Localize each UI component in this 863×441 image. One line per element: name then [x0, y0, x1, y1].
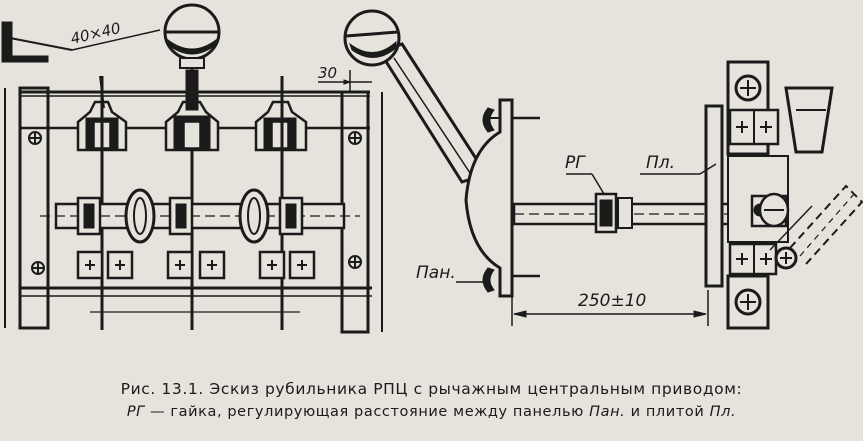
dimension-30 — [318, 70, 372, 92]
panel-label: Пан. — [416, 263, 456, 283]
dimension-250-label: 250±10 — [578, 291, 646, 311]
caption-pl-term: Пл. — [709, 404, 737, 420]
caption-line-2: РГ — гайка, регулирующая расстояние межд… — [0, 401, 863, 424]
plate-label: Пл. — [646, 153, 675, 173]
nut-label: РГ — [565, 153, 586, 173]
drive-lever — [343, 9, 489, 184]
dimension-30-label: 30 — [318, 64, 337, 82]
panel — [464, 98, 540, 298]
pole-2 — [164, 69, 220, 152]
caption-rg-term: РГ — [126, 404, 145, 420]
caption-line-1: Рис. 13.1. Эскиз рубильника РПЦ с рычажн… — [120, 380, 743, 398]
caption-pan-term: Пан. — [589, 404, 626, 420]
lower-terminals — [76, 250, 316, 280]
handle-ball-left — [163, 3, 221, 330]
caption-rg-definition: — гайка, регулирующая расстояние между п… — [150, 404, 584, 420]
figure-caption: Рис. 13.1. Эскиз рубильника РПЦ с рычажн… — [0, 378, 863, 424]
connecting-rod — [512, 173, 746, 234]
switch-sketch: 40×40 — [1, 3, 863, 334]
plate — [640, 104, 724, 288]
caption-and-word: и плитой — [630, 404, 705, 420]
central-shaft — [40, 188, 360, 244]
left-frame-column — [4, 86, 50, 330]
angle-profile — [1, 21, 161, 63]
angle-size-label: 40×40 — [69, 19, 122, 48]
right-frame-column — [340, 90, 383, 334]
drive-mechanism — [726, 60, 863, 330]
dimension-250 — [511, 290, 709, 326]
